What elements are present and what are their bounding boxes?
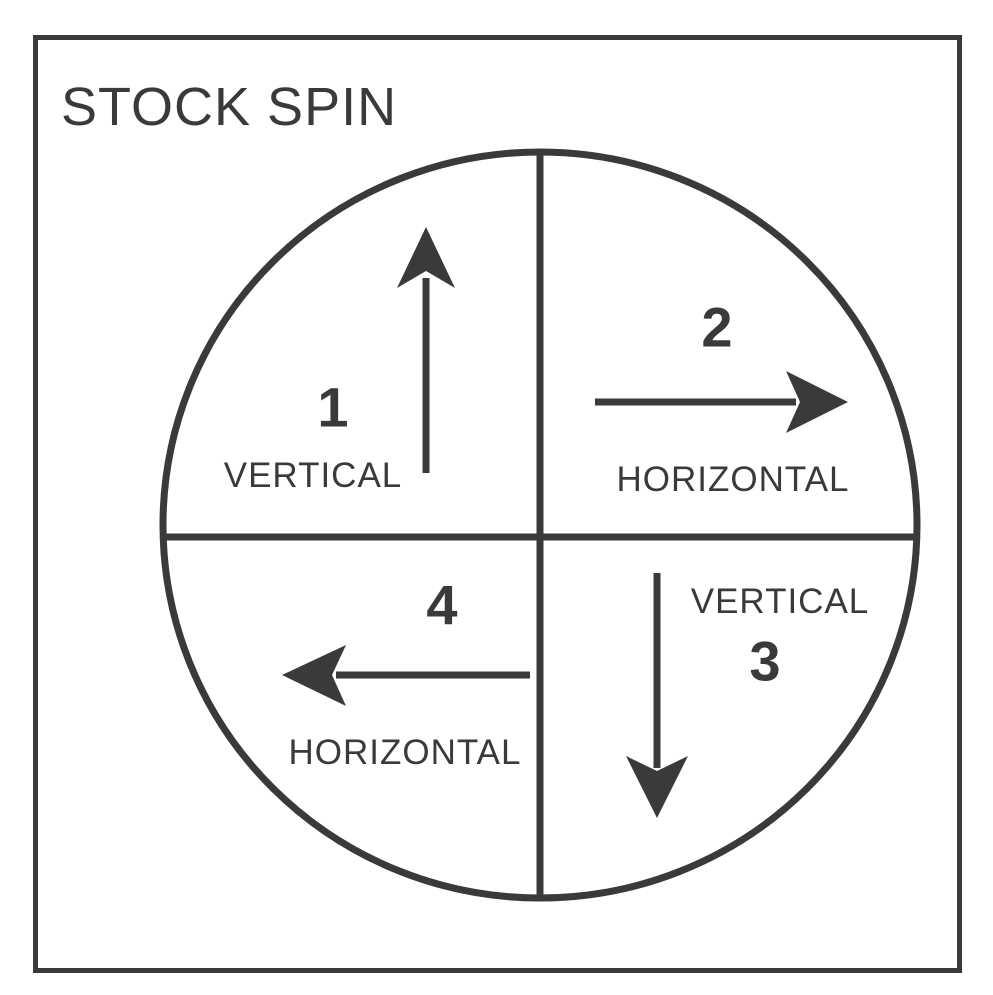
quadrant-4-label: HORIZONTAL	[288, 733, 522, 772]
page-title: STOCK SPIN	[61, 77, 398, 137]
quadrant-3-label: VERTICAL	[690, 582, 870, 621]
quadrant-2-label: HORIZONTAL	[616, 460, 850, 499]
quadrant-2-number: 2	[701, 295, 733, 359]
left-arrow-icon	[282, 645, 530, 706]
quadrant-1-number: 1	[317, 375, 349, 439]
quadrant-4-number: 4	[426, 573, 458, 637]
right-arrow-icon	[595, 371, 848, 433]
up-arrow-icon	[397, 227, 455, 473]
quadrant-1-label: VERTICAL	[223, 456, 403, 495]
quadrant-3-number: 3	[749, 629, 781, 693]
down-arrow-icon	[626, 573, 688, 818]
outer-border	[33, 35, 962, 973]
